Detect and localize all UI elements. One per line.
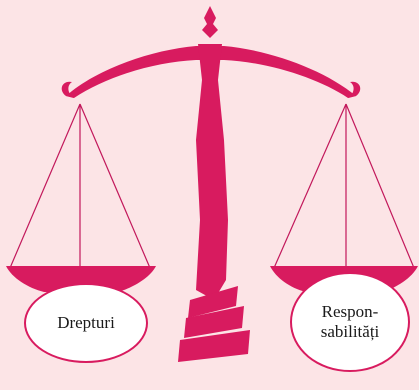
rights-label-text: Drepturi xyxy=(57,313,115,333)
left-string-1 xyxy=(10,104,80,268)
left-string-3 xyxy=(80,104,150,268)
responsibilities-label-line2: sabilități xyxy=(321,322,380,342)
right-string-3 xyxy=(346,104,414,268)
scale-pillar xyxy=(196,44,228,300)
rights-label: Drepturi xyxy=(24,283,148,363)
responsibilities-label: Respon- sabilități xyxy=(290,272,410,372)
right-string-1 xyxy=(274,104,346,268)
responsibilities-label-text: Respon- sabilități xyxy=(321,302,380,342)
scale-finial xyxy=(202,6,218,38)
responsibilities-label-line1: Respon- xyxy=(321,302,380,322)
